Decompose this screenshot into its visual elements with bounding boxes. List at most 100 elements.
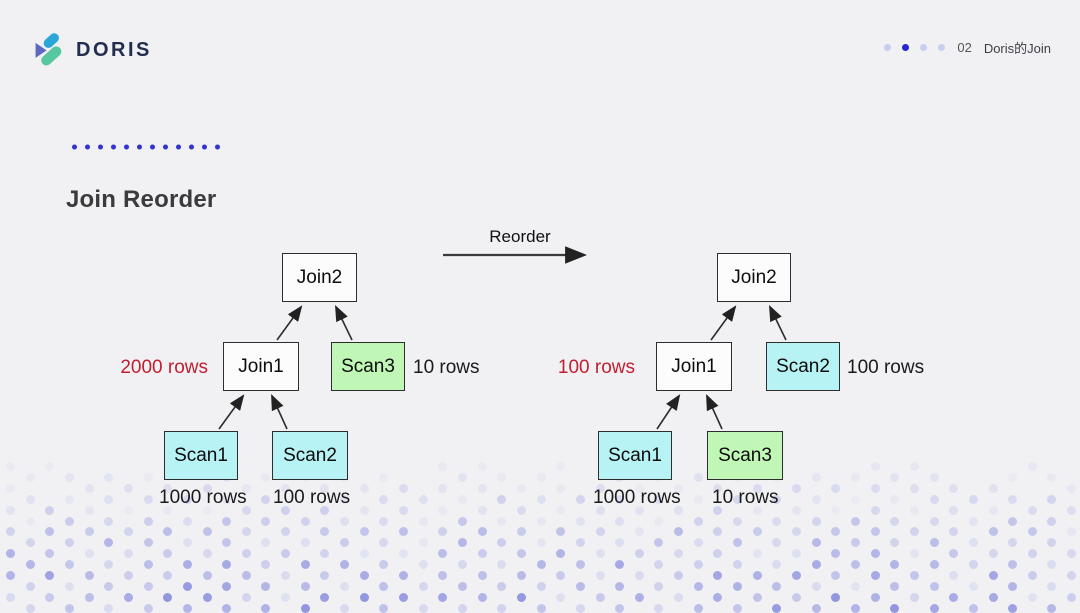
pattern-dot (84, 549, 94, 559)
pattern-dot (556, 505, 566, 515)
pattern-dot (143, 560, 153, 570)
pattern-dot (1047, 538, 1057, 548)
pattern-dot (968, 494, 978, 504)
pattern-dot (1047, 472, 1057, 482)
pattern-dot (516, 505, 526, 515)
pattern-dot (182, 560, 192, 570)
left-scan2-rows-label: 100 rows (273, 487, 351, 508)
pagination-dot[interactable] (902, 44, 910, 51)
pattern-dot (281, 549, 291, 559)
pattern-dot (399, 571, 408, 580)
pattern-dot (634, 592, 644, 602)
pattern-dot (772, 560, 782, 570)
right-tree-node-scan3: Scan3 (707, 431, 783, 480)
pagination-dot[interactable] (920, 44, 928, 51)
pattern-dot (870, 462, 880, 471)
pattern-dot (182, 581, 192, 591)
pattern-dot (84, 592, 94, 602)
pattern-dot (693, 560, 703, 570)
pattern-dot (1027, 549, 1037, 559)
pattern-dot (713, 527, 723, 537)
right-scan3-to-join1-arrow (706, 393, 723, 430)
pattern-dot (850, 516, 860, 526)
pattern-dot (123, 549, 133, 559)
page-title: Join Reorder (66, 186, 217, 213)
pattern-dot (477, 462, 487, 471)
pattern-dot (84, 505, 94, 515)
pattern-dot (241, 549, 251, 559)
pattern-dot (438, 527, 448, 537)
pattern-dot (45, 571, 55, 580)
pattern-dot (6, 592, 15, 602)
pattern-dot (890, 494, 900, 504)
pattern-dot (752, 549, 762, 559)
pattern-dot (1067, 505, 1077, 515)
doris-logo: DORIS (34, 30, 152, 70)
pattern-dot (968, 538, 978, 548)
pattern-dot (556, 462, 566, 471)
section-title: Doris的Join (983, 41, 1051, 56)
pattern-dot (988, 592, 998, 602)
pattern-dot (438, 505, 448, 515)
pattern-dot (634, 549, 644, 559)
pattern-dot (477, 527, 487, 537)
pattern-dot (968, 560, 978, 570)
pattern-dot (418, 603, 428, 613)
pattern-dot (222, 581, 232, 591)
left-join1-to-join2-arrow (276, 305, 303, 341)
pattern-dot (64, 581, 74, 591)
pattern-dot (25, 560, 35, 570)
pattern-dot (674, 571, 684, 580)
pattern-dot (949, 527, 959, 537)
pattern-dot (104, 603, 114, 613)
pagination-dot[interactable] (884, 44, 892, 51)
pattern-dot (909, 505, 919, 515)
pattern-dot (870, 505, 880, 515)
pattern-dot (1067, 527, 1077, 537)
pattern-dot (929, 560, 939, 570)
pattern-dot (1027, 527, 1037, 537)
pagination-dots[interactable] (884, 44, 946, 51)
left-scan1-rows-label: 1000 rows (159, 487, 247, 508)
pattern-dot (457, 603, 467, 613)
pattern-dot (399, 527, 408, 537)
pattern-dot (143, 472, 153, 482)
pattern-dot (831, 549, 841, 559)
pattern-dot (536, 516, 546, 526)
pattern-dot (6, 462, 15, 471)
pattern-dot (654, 560, 664, 570)
pattern-dot (693, 472, 703, 482)
pagination-dot[interactable] (938, 44, 946, 51)
pattern-dot (143, 494, 153, 504)
pattern-dot (811, 538, 821, 548)
pattern-dot (792, 549, 801, 559)
pattern-dot (752, 571, 762, 580)
pattern-dot (1047, 603, 1057, 613)
pattern-dot (6, 505, 15, 515)
pattern-dot (792, 592, 801, 602)
pattern-dot (792, 505, 801, 515)
pattern-dot (556, 549, 566, 559)
pattern-dot (497, 603, 507, 613)
pattern-dot (536, 560, 546, 570)
right-scan3-rows-label: 10 rows (712, 487, 779, 508)
pattern-dot (1008, 603, 1018, 613)
left-tree-node-join2: Join2 (282, 253, 357, 302)
pattern-dot (516, 527, 526, 537)
right-tree-node-join1: Join1 (656, 342, 732, 391)
pattern-dot (949, 571, 959, 580)
pattern-dot (792, 527, 801, 537)
pattern-dot (300, 603, 310, 613)
pattern-dot (379, 538, 389, 548)
pattern-dot (870, 549, 880, 559)
pattern-dot (222, 603, 232, 613)
right-scan1-rows-label: 1000 rows (593, 487, 681, 508)
pattern-dot (536, 581, 546, 591)
pattern-dot (45, 592, 55, 602)
pattern-dot (84, 483, 94, 493)
pattern-dot (654, 603, 664, 613)
pattern-dot (772, 516, 782, 526)
pattern-dot (6, 527, 15, 537)
pattern-dot (831, 592, 841, 602)
